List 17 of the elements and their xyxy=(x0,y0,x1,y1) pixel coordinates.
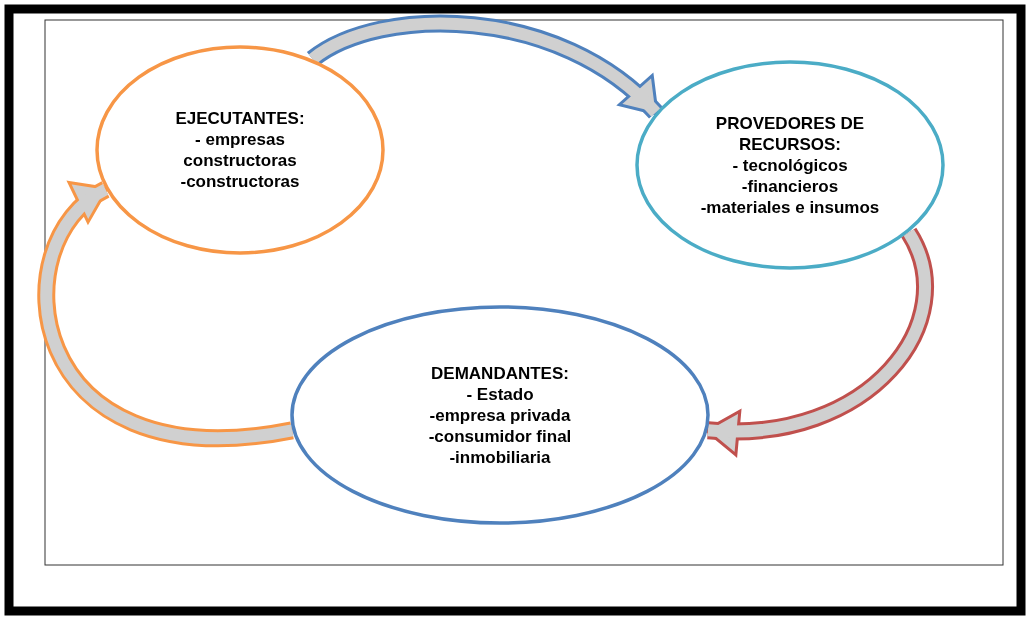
node-item: - tecnológicos xyxy=(732,154,848,176)
node-item: -constructoras xyxy=(180,171,300,192)
node-item: -inmobiliaria xyxy=(449,446,551,468)
node-item: - empresas constructoras xyxy=(182,129,298,171)
node-item: -financieros xyxy=(741,175,839,197)
node-heading: EJECUTANTES: xyxy=(175,108,305,129)
node-item: -empresa privada xyxy=(429,404,571,426)
node-heading: DEMANDANTES: xyxy=(431,362,569,384)
ellipse-node xyxy=(635,60,945,270)
curved-arrow xyxy=(37,181,294,447)
node-item: -materiales e insumos xyxy=(700,196,880,218)
node-item: - Estado xyxy=(466,383,534,405)
ellipse-node xyxy=(290,305,710,525)
ellipse-node xyxy=(95,45,385,255)
curved-arrow xyxy=(307,14,662,119)
node-item: -consumidor final xyxy=(428,425,572,447)
node-heading: PROVEDORES DE RECURSOS: xyxy=(714,112,866,155)
